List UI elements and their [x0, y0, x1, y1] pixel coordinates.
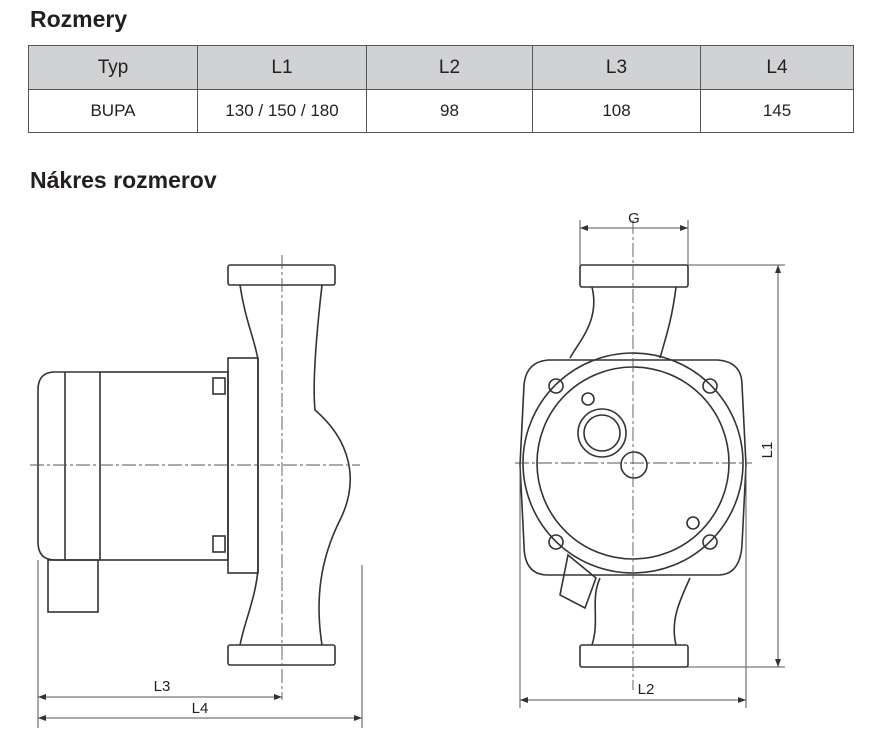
- dimensions-table: Typ L1 L2 L3 L4 BUPA 130 / 150 / 180 98 …: [28, 45, 854, 133]
- label-g: G: [628, 210, 640, 227]
- header-typ: Typ: [28, 45, 198, 90]
- label-l4: L4: [192, 700, 209, 717]
- cell-typ: BUPA: [28, 89, 198, 133]
- cell-l3: 108: [532, 89, 701, 133]
- table-header-row: Typ L1 L2 L3 L4: [28, 45, 854, 90]
- front-view: G L1 L2: [515, 210, 785, 708]
- label-l3: L3: [154, 678, 171, 695]
- table-row: BUPA 130 / 150 / 180 98 108 145: [28, 89, 854, 133]
- header-l4: L4: [700, 45, 854, 90]
- cell-l2: 98: [366, 89, 533, 133]
- label-l2: L2: [638, 681, 655, 698]
- side-view: L3 L4: [30, 255, 363, 728]
- heading-dimensions: Rozmery: [30, 6, 128, 32]
- header-l1: L1: [197, 45, 367, 90]
- header-l2: L2: [366, 45, 533, 90]
- cell-l1: 130 / 150 / 180: [197, 89, 367, 133]
- label-l1: L1: [759, 442, 776, 459]
- heading-drawing: Nákres rozmerov: [30, 167, 217, 193]
- header-l3: L3: [532, 45, 701, 90]
- cell-l4: 145: [700, 89, 854, 133]
